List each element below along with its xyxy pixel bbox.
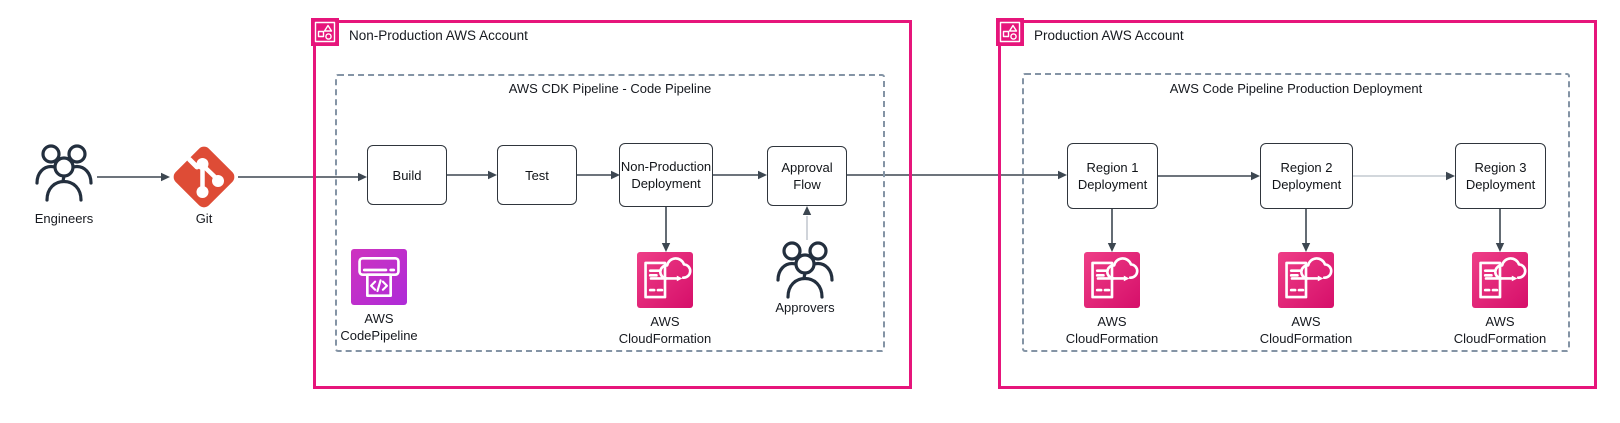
codepipeline-label-line1: AWS [364,311,394,326]
prod-account-title: Production AWS Account [1034,28,1184,43]
engineers-icon [35,144,93,202]
arrowhead [661,243,671,252]
cloudformation-label-line1: AWS [1485,314,1515,329]
region2-label-line2: Deployment [1271,177,1342,192]
prod-account-box [998,20,1597,389]
aws-account-icon [996,18,1024,46]
approval-flow-step: Approval Flow [767,146,847,206]
region2-label-line1: Region 2 [1280,160,1333,175]
cloudformation-label-line1: AWS [1291,314,1321,329]
region3-label-line1: Region 3 [1474,160,1527,175]
cloudformation-label-line2: CloudFormation [618,330,712,346]
build-label: Build [392,167,422,183]
test-step: Test [497,145,577,205]
prod-pipeline-title: AWS Code Pipeline Production Deployment [1169,81,1423,96]
cloudformation-icon [1084,252,1140,308]
cloudformation-label-line2: CloudFormation [1453,330,1547,346]
arrowhead [1251,171,1260,181]
nonprod-deployment-label-line1: Non-Production [620,159,712,174]
region2-deployment-step: Region 2 Deployment [1260,143,1353,209]
nonprod-account-box [313,20,912,389]
cloudformation-icon [637,252,693,308]
cloudformation-label-line2: CloudFormation [1065,330,1159,346]
cloudformation-label-line2: CloudFormation [1259,330,1353,346]
nonprod-account-title: Non-Production AWS Account [349,28,528,43]
approvers-icon [776,241,834,299]
approval-flow-label-line1: Approval [781,160,833,175]
approvers-label: Approvers [775,300,835,315]
test-label: Test [525,167,549,183]
aws-account-icon [311,18,339,46]
prod-pipeline-group [1022,73,1570,352]
cdk-pipeline-title: AWS CDK Pipeline - Code Pipeline [508,81,712,96]
region1-label-line1: Region 1 [1086,160,1139,175]
region3-deployment-step: Region 3 Deployment [1455,143,1546,209]
cloudformation-icon [1278,252,1334,308]
arrowhead [1058,170,1067,180]
region1-label-line2: Deployment [1077,177,1148,192]
arrowhead [161,172,170,182]
region3-label-line2: Deployment [1465,177,1536,192]
git-icon [173,146,235,208]
engineers-label: Engineers [34,211,94,226]
arrowhead [358,172,367,182]
codepipeline-label: AWS CodePipeline [309,311,449,344]
cloudformation-label: AWS CloudFormation [1042,314,1182,347]
cloudformation-label: AWS CloudFormation [595,314,735,347]
approval-flow-label-line2: Flow [793,177,821,192]
cloudformation-icon [1472,252,1528,308]
build-step: Build [367,145,447,205]
cloudformation-label-line1: AWS [1097,314,1127,329]
arrowhead [758,170,767,180]
cloudformation-label-line1: AWS [650,314,680,329]
arrowhead [611,170,620,180]
cloudformation-label: AWS CloudFormation [1430,314,1570,347]
cloudformation-label: AWS CloudFormation [1236,314,1376,347]
git-label: Git [195,211,213,226]
codepipeline-icon [351,249,407,305]
arrowhead [1495,243,1505,252]
nonprod-deployment-step: Non-Production Deployment [619,143,713,207]
arrowhead [488,170,497,180]
arrowhead [1107,243,1117,252]
region1-deployment-step: Region 1 Deployment [1067,143,1158,209]
arrowhead [802,206,812,215]
arrowhead [1446,171,1455,181]
codepipeline-label-line2: CodePipeline [340,327,418,343]
cdk-pipeline-group [335,74,885,352]
arrowhead [1301,243,1311,252]
nonprod-deployment-label-line2: Deployment [631,176,701,191]
